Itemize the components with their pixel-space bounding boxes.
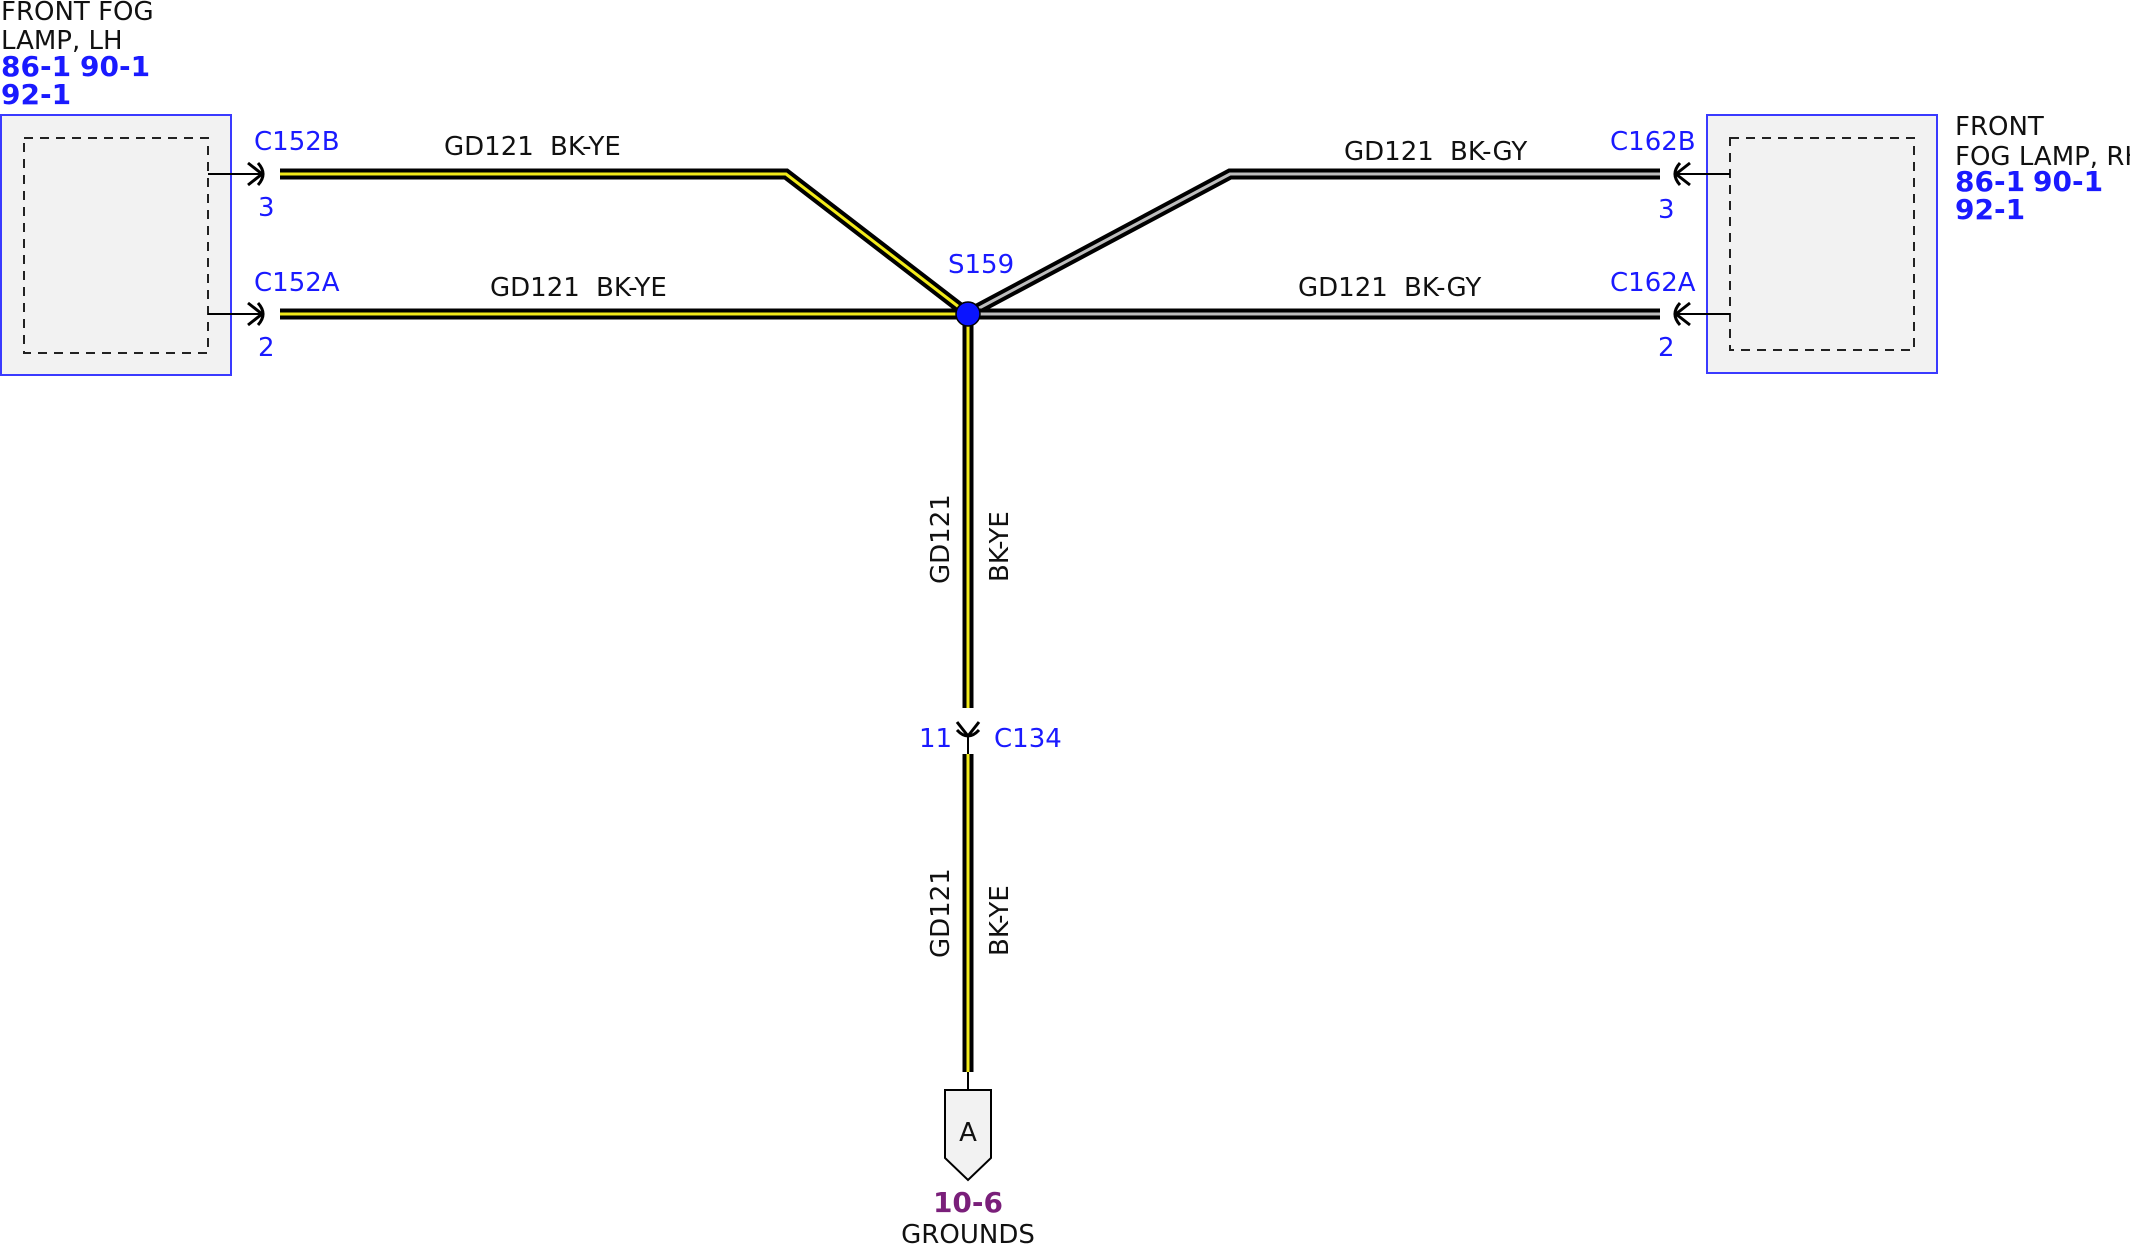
connector-c162a-pin: 2: [1658, 333, 1675, 363]
component-front-fog-lamp-lh[interactable]: [0, 114, 232, 376]
wire-vertical-upper-circuit: GD121: [926, 494, 956, 584]
ground-letter: A: [959, 1118, 977, 1148]
connector-c162a-name: C162A: [1610, 268, 1696, 298]
ground-label: GROUNDS: [901, 1220, 1035, 1245]
connector-c162a[interactable]: [1673, 301, 1730, 327]
connector-c152a-name: C152A: [254, 268, 340, 298]
page-ref-rh-2[interactable]: 90-1: [2033, 165, 2103, 198]
component-inner-rh: [1729, 137, 1915, 351]
component-label-lh-line2: LAMP, LH: [1, 26, 123, 56]
page-ref-lh-3[interactable]: 92-1: [1, 78, 71, 111]
page-ref-lh-1[interactable]: 86-1: [1, 50, 71, 83]
wire-vertical-upper-color: BK-YE: [985, 511, 1015, 582]
connector-c152a[interactable]: [208, 301, 265, 327]
connector-c162b[interactable]: [1673, 161, 1730, 187]
connector-c162b-pin: 3: [1658, 195, 1675, 225]
wire-lh-top-circuit: GD121: [444, 132, 534, 162]
component-label-rh-line1: FRONT: [1955, 112, 2044, 142]
connector-c152b-pin: 3: [258, 193, 275, 223]
component-inner-lh: [23, 137, 209, 354]
wire-lh-bottom-color: BK-YE: [596, 273, 667, 303]
splice-dot[interactable]: [955, 301, 981, 327]
wire-lh-top-color: BK-YE: [550, 132, 621, 162]
wire-vertical-lower-color: BK-YE: [985, 885, 1015, 956]
wire-lh-bottom-circuit: GD121: [490, 273, 580, 303]
page-ref-lh-2[interactable]: 90-1: [80, 50, 150, 83]
component-label-lh-line1: FRONT FOG: [1, 0, 154, 27]
page-ref-rh-1[interactable]: 86-1: [1955, 165, 2025, 198]
wire-lh-top[interactable]: [280, 168, 972, 319]
connector-c134-name: C134: [994, 724, 1062, 754]
connector-c152b-name: C152B: [254, 127, 340, 157]
wire-rh-top-circuit: GD121: [1344, 137, 1434, 167]
wire-rh-bottom-circuit: GD121: [1298, 273, 1388, 303]
component-box-rh: [1706, 114, 1938, 374]
connector-c162b-name: C162B: [1610, 127, 1696, 157]
connector-c134[interactable]: [955, 721, 981, 754]
wire-rh-bottom-color: BK-GY: [1404, 273, 1481, 303]
splice-label: S159: [948, 250, 1014, 280]
connector-c152a-pin: 2: [258, 333, 275, 363]
component-front-fog-lamp-rh[interactable]: [1706, 114, 1938, 374]
connector-c134-pin: 11: [919, 724, 952, 754]
wire-rh-top-color: BK-GY: [1450, 137, 1527, 167]
wire-rh-top[interactable]: [965, 168, 1660, 319]
component-label-rh-line2: FOG LAMP, RH: [1955, 142, 2130, 172]
connector-c152b[interactable]: [208, 161, 265, 187]
ground-tag[interactable]: [944, 1089, 992, 1182]
page-ref-rh-3[interactable]: 92-1: [1955, 193, 2025, 226]
wire-vertical-lower-circuit: GD121: [926, 868, 956, 958]
ground-page-ref[interactable]: 10-6: [933, 1186, 1003, 1219]
component-box-lh: [0, 114, 232, 376]
